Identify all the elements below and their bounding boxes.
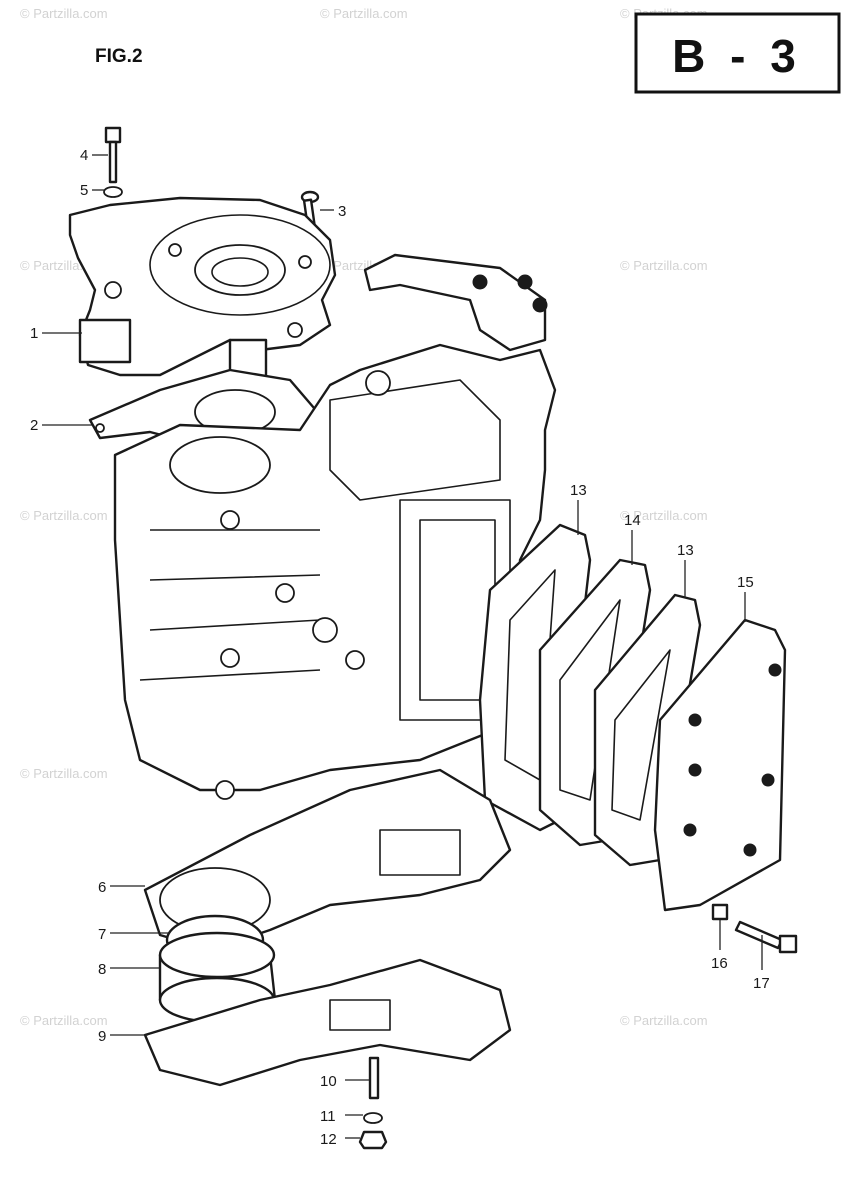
washer-part-5 (103, 186, 123, 198)
callout-6: 6 (98, 879, 106, 896)
callout-5: 5 (80, 182, 88, 199)
cover-part-15 (653, 618, 787, 912)
callout-1: 1 (30, 325, 38, 342)
callout-15: 15 (737, 574, 754, 591)
exhaust-bracket (363, 253, 548, 352)
figure-label: FIG.2 (95, 46, 143, 67)
callout-8: 8 (98, 961, 106, 978)
part-drawings (68, 126, 798, 1150)
callout-labels: 4 5 3 1 2 13 14 13 15 6 7 8 9 10 11 12 1… (30, 147, 770, 1148)
watermark: © Partzilla.com (20, 1013, 108, 1028)
watermark: © Partzilla.com (620, 508, 708, 523)
callout-16: 16 (711, 955, 728, 972)
bottom-plate-part-9 (143, 958, 512, 1087)
watermark: © Partzilla.com (20, 6, 108, 21)
seal-housing-part-8 (158, 931, 277, 1024)
callout-7: 7 (98, 926, 106, 943)
callout-17: 17 (753, 975, 770, 992)
watermark: © Partzilla.com (20, 766, 108, 781)
callout-13-front: 13 (570, 482, 587, 499)
watermark: © Partzilla.com (620, 258, 708, 273)
watermark: © Partzilla.com (320, 6, 408, 21)
gasket-part-6 (143, 768, 512, 952)
callout-2: 2 (30, 417, 38, 434)
leader-lines (42, 154, 763, 1139)
section-code: B - 3 (672, 30, 802, 82)
callout-14: 14 (624, 512, 641, 529)
nut-part-12 (358, 1130, 388, 1150)
stud-part-10 (368, 1056, 380, 1100)
callout-10: 10 (320, 1073, 337, 1090)
bolt-part-17 (734, 920, 798, 954)
nut-part-16 (711, 903, 729, 921)
cylinder-block (113, 343, 557, 800)
callout-11: 11 (320, 1108, 336, 1125)
section-code-box (634, 12, 841, 94)
callout-4: 4 (80, 147, 88, 164)
callout-9: 9 (98, 1028, 106, 1045)
callout-12: 12 (320, 1131, 337, 1148)
bolt-part-4 (104, 126, 122, 184)
washer-part-11 (363, 1112, 383, 1124)
callout-13-back: 13 (677, 542, 694, 559)
watermark: © Partzilla.com (20, 508, 108, 523)
callout-3: 3 (338, 203, 346, 220)
watermark: © Partzilla.com (620, 1013, 708, 1028)
top-cover-part-1 (68, 196, 337, 392)
